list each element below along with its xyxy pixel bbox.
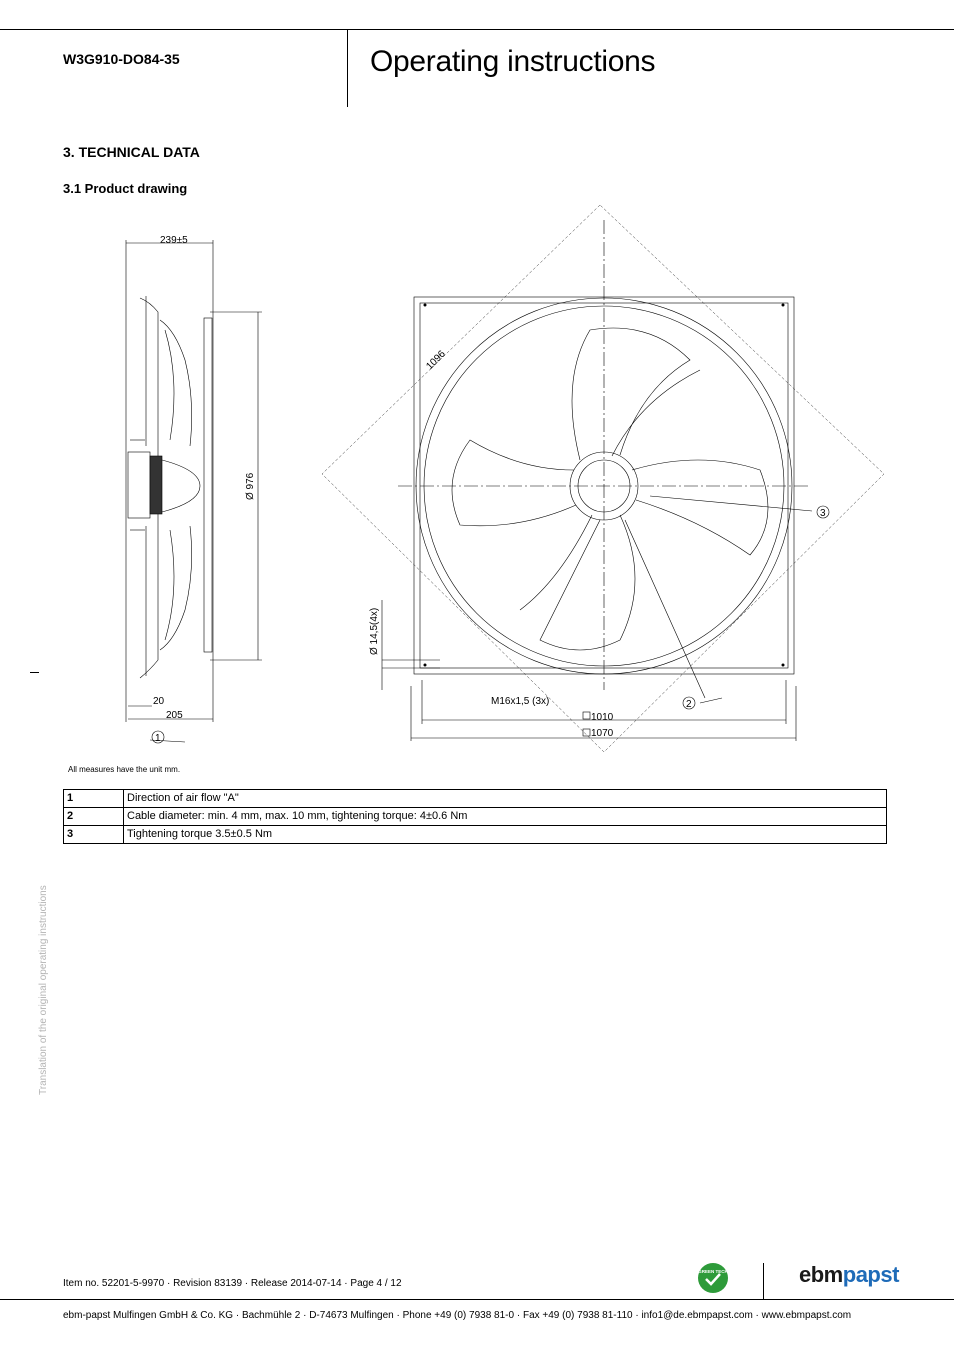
dim-1070-label: 1070 [591,728,614,739]
brand-part-1: ebm [799,1262,843,1287]
legend-text: Direction of air flow "A" [123,789,887,808]
subsection-heading: 3.1 Product drawing [63,181,188,196]
dim-205-label: 205 [166,710,183,721]
dim-depth-label: 239±5 [160,235,188,246]
header-top-rule [0,29,954,30]
brand-part-2: papst [842,1262,900,1287]
legend-num: 1 [63,789,124,808]
document-title: Operating instructions [370,45,656,78]
margin-tick [30,672,39,673]
dim-diameter-label: Ø 976 [245,472,256,500]
footer-rule [0,1299,954,1300]
dim-hole-label: Ø 14,5(4x) [369,608,380,655]
table-row: 2 Cable diameter: min. 4 mm, max. 10 mm,… [63,807,887,826]
legend-num: 2 [63,807,124,826]
badge-text: GREEN TECH [698,1269,728,1274]
section-heading: 3. TECHNICAL DATA [63,144,200,160]
dim-20-label: 20 [153,696,165,707]
table-row: 3 Tightening torque 3.5±0.5 Nm [63,825,887,844]
legend-text: Tightening torque 3.5±0.5 Nm [123,825,887,844]
brand-logo: ebmpapst [799,1262,899,1288]
callout-3: 3 [820,508,826,519]
item-info: Item no. 52201-5-9970 · Revision 83139 ·… [63,1278,402,1289]
callout-2: 2 [686,699,692,710]
units-note: All measures have the unit mm. [68,765,181,774]
legend-text: Cable diameter: min. 4 mm, max. 10 mm, t… [123,807,887,826]
model-number: W3G910-DO84-35 [63,51,180,67]
table-row: 1 Direction of air flow "A" [63,789,887,808]
header-divider [347,30,348,107]
product-drawing: 239±5 Ø 976 20 205 1096 Ø 14,5(4x) M16x1… [125,204,885,753]
logo-divider [763,1263,764,1300]
callout-1: 1 [155,733,161,744]
dim-1010-label: 1010 [591,712,614,723]
legend-num: 3 [63,825,124,844]
green-tech-badge-icon: GREEN TECH [698,1263,728,1293]
side-note: Translation of the original operating in… [38,885,49,1095]
legend-table: 1 Direction of air flow "A" 2 Cable diam… [63,789,887,844]
company-info: ebm-papst Mulfingen GmbH & Co. KG · Bach… [63,1310,852,1321]
dim-1096-label: 1096 [424,348,448,372]
dim-thread-label: M16x1,5 (3x) [491,696,549,707]
